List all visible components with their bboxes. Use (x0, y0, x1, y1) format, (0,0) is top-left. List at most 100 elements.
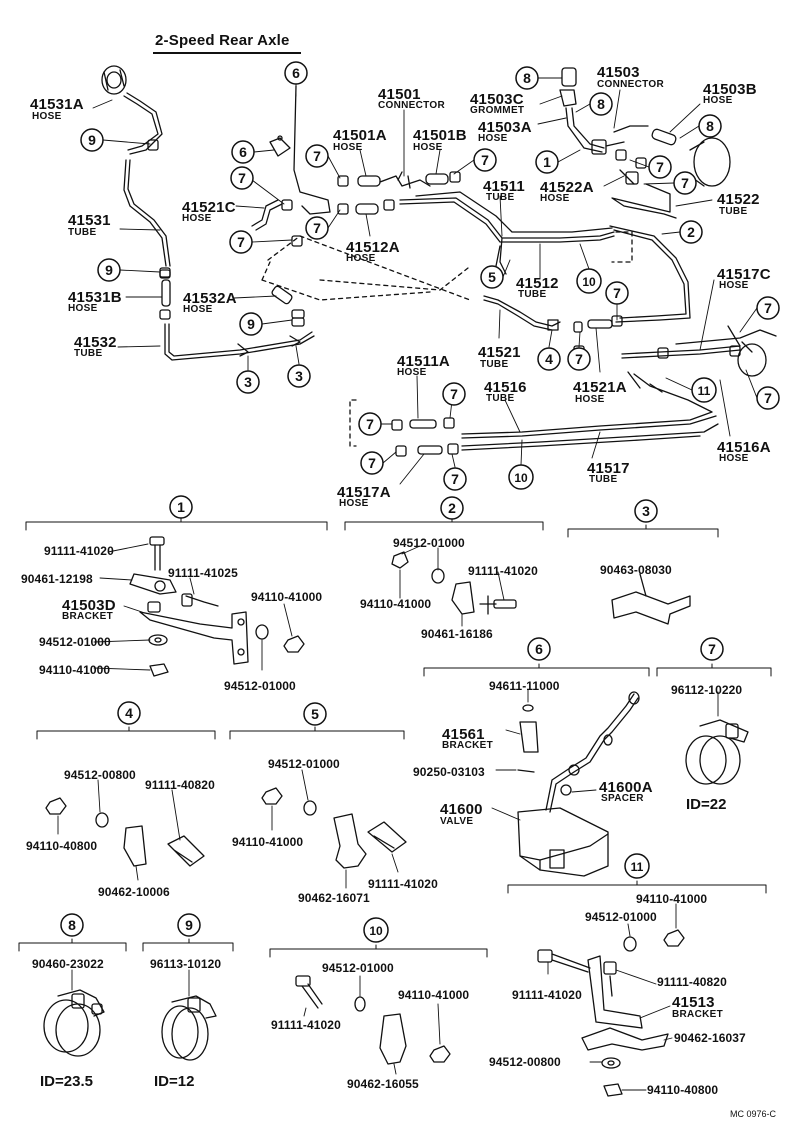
callout-7-24: 7 (567, 347, 591, 371)
callout-number: 7 (237, 234, 245, 250)
diagram-title: 2-Speed Rear Axle (155, 32, 290, 49)
group-bracket-2 (344, 517, 544, 531)
callout-number: 10 (369, 924, 383, 938)
group-5-parts (261, 769, 407, 889)
callout-number: 7 (366, 416, 374, 432)
group-7-clamp-id22 (685, 691, 749, 785)
part-label-41521-sub: TUBE (480, 359, 509, 370)
part-label-p-96112-10220: 96112-10220 (671, 683, 743, 697)
part-label-p-91111-41025: 91111-41025 (168, 566, 238, 580)
callout-number: 7 (238, 170, 246, 186)
part-label-41511: 41511 (483, 178, 525, 195)
dashed-guide-lines (261, 231, 633, 447)
part-label-41531: 41531 (68, 212, 111, 229)
callout-11-39: 11 (624, 853, 650, 879)
part-label-ref-code: MC 0976-C (730, 1109, 777, 1119)
part-label-p-90463-08030: 90463-08030 (600, 563, 672, 577)
part-label-41501b: 41501B (413, 127, 467, 144)
group-bracket-10 (269, 944, 488, 958)
part-label-41532a: 41532A (183, 290, 237, 307)
part-label-41521a-sub: HOSE (575, 394, 605, 405)
part-label-41501b-sub: HOSE (413, 142, 443, 153)
callout-10-31: 10 (508, 464, 534, 490)
part-label-p-94512-01000-f: 94512-01000 (322, 961, 394, 975)
part-label-41600: 41600 (440, 801, 483, 818)
part-label-41521: 41521 (478, 344, 521, 361)
callout-number: 3 (642, 503, 650, 519)
group-3-parts (611, 573, 691, 625)
group-6-parts (491, 689, 640, 877)
part-label-41521c-sub: HOSE (182, 213, 212, 224)
part-label-p-94110-40800-a: 94110-40800 (26, 839, 98, 853)
group-bracket-8 (18, 938, 127, 952)
callout-7-36: 7 (700, 637, 724, 661)
group-bracket-1 (25, 517, 328, 531)
callout-9-16: 9 (239, 312, 263, 336)
part-label-41517: 41517 (587, 460, 630, 477)
callout-number: 6 (292, 65, 300, 81)
part-label-41532: 41532 (74, 334, 117, 351)
part-label-41503c: 41503C (470, 91, 524, 108)
callout-number: 3 (295, 368, 303, 384)
hose-41521a (573, 319, 613, 333)
callout-number: 7 (313, 148, 321, 164)
callout-number: 7 (451, 471, 459, 487)
callout-2-14: 2 (679, 220, 703, 244)
callout-number: 8 (68, 917, 76, 933)
part-label-41531b-sub: HOSE (68, 303, 98, 314)
part-label-41503b-sub: HOSE (703, 95, 733, 106)
part-label-41503-sub: CONNECTOR (597, 79, 664, 90)
part-label-41516a-sub: HOSE (719, 453, 749, 464)
part-label-p-91111-40820-b: 91111-40820 (657, 975, 727, 989)
part-label-41521a: 41521A (573, 379, 627, 396)
hose-41531b (159, 267, 171, 320)
part-label-41513: 41513 (672, 994, 715, 1011)
group-2-parts (391, 545, 517, 627)
part-label-p-96113-10120: 96113-10120 (150, 957, 222, 971)
callout-7-29: 7 (360, 451, 384, 475)
callout-10-42: 10 (363, 917, 389, 943)
hose-41531a (101, 65, 127, 95)
callout-7-26: 7 (756, 386, 780, 410)
tubes-41511-41512 (399, 191, 691, 323)
part-label-41531-sub: TUBE (68, 227, 97, 238)
callout-7-7: 7 (229, 230, 253, 254)
callout-number: 10 (514, 471, 528, 485)
part-label-41512a-sub: HOSE (346, 253, 376, 264)
callout-number: 7 (450, 386, 458, 402)
part-label-41501: 41501 (378, 86, 421, 103)
callout-8-40: 8 (60, 913, 84, 937)
callout-7-13: 7 (673, 171, 697, 195)
callout-number: 9 (88, 132, 96, 148)
part-label-41532a-sub: HOSE (183, 304, 213, 315)
part-label-p-94110-41000-c: 94110-41000 (360, 597, 432, 611)
part-label-p-94110-41000-b: 94110-41000 (39, 663, 111, 677)
callout-4-37: 4 (117, 701, 141, 725)
callout-number: 2 (448, 500, 456, 516)
group-4-parts (45, 779, 205, 881)
group-bracket-5 (229, 726, 405, 740)
callout-2-33: 2 (440, 496, 464, 520)
part-label-p-94512-00800-b: 94512-00800 (489, 1055, 561, 1069)
callout-number: 4 (545, 351, 553, 367)
callout-7-30: 7 (443, 467, 467, 491)
callout-number: 7 (613, 285, 621, 301)
tube-41531 (123, 92, 171, 267)
part-label-41516: 41516 (484, 379, 527, 396)
part-label-p-90461-12198: 90461-12198 (21, 572, 93, 586)
part-label-p-90461-16186: 90461-16186 (421, 627, 493, 641)
callout-number: 7 (764, 390, 772, 406)
callout-number: 11 (698, 384, 711, 398)
part-label-p-94110-40800-b: 94110-40800 (647, 1083, 719, 1097)
callout-1-11: 1 (535, 150, 559, 174)
callout-number: 7 (764, 300, 772, 316)
part-label-41531a: 41531A (30, 96, 84, 113)
part-label-41513-sub: BRACKET (672, 1009, 723, 1020)
group-11-parts (537, 903, 685, 1097)
part-label-p-90462-16037: 90462-16037 (674, 1031, 746, 1045)
group-bracket-11 (507, 880, 767, 894)
callout-number: 8 (597, 96, 605, 112)
part-label-41522a: 41522A (540, 179, 594, 196)
